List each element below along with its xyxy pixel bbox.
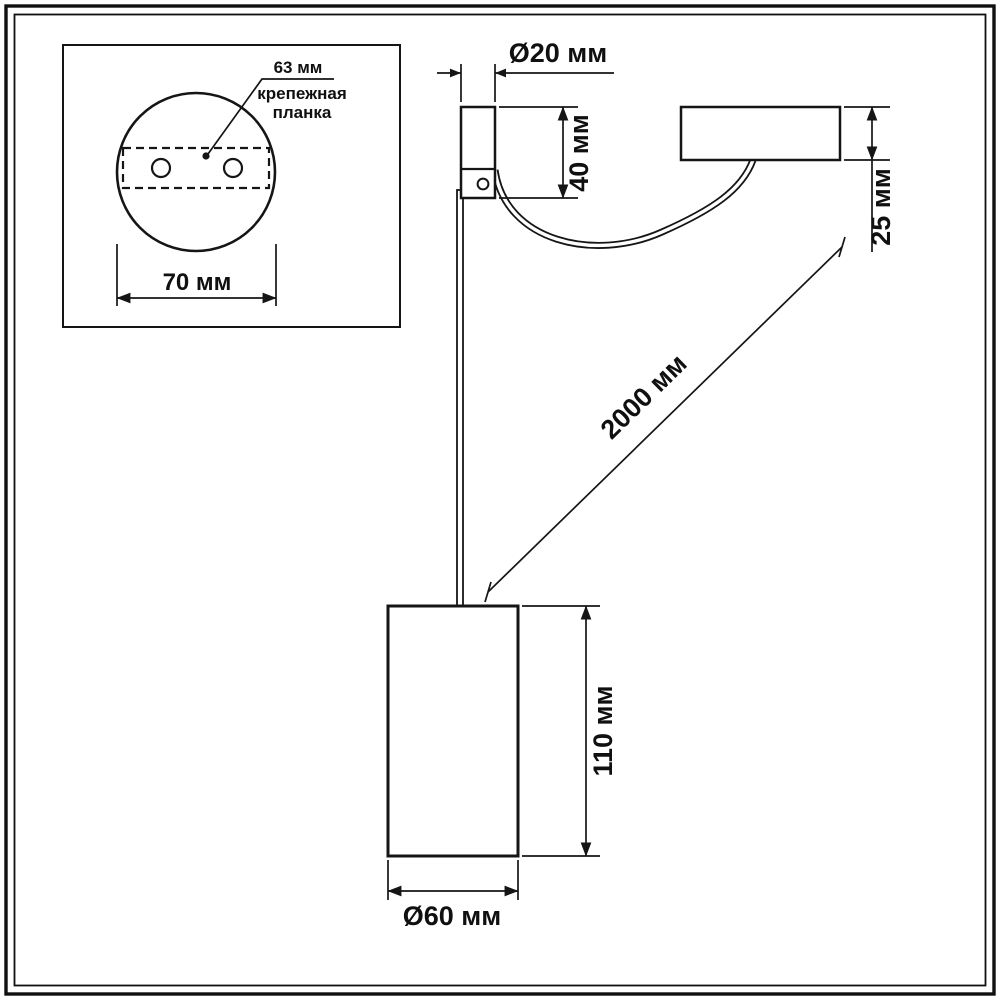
bracket-label-line2: планка bbox=[273, 103, 332, 122]
dim-2000-label: 2000 мм bbox=[595, 348, 693, 445]
mounting-plate-circle bbox=[115, 91, 277, 253]
dim-20-arrow-left bbox=[450, 68, 461, 78]
center-point-dot bbox=[202, 152, 210, 160]
leader-line-63 bbox=[207, 78, 334, 155]
bracket-hole-right bbox=[222, 157, 244, 179]
outer-frame bbox=[4, 4, 996, 996]
dim-110-label: 110 мм bbox=[588, 685, 618, 776]
inner-frame bbox=[13, 13, 987, 987]
cylinder-shade bbox=[386, 604, 520, 858]
bracket-screw bbox=[476, 177, 490, 191]
cable-inner bbox=[493, 159, 755, 248]
bracket-label-line1: крепежная bbox=[257, 84, 347, 103]
dim-2000-line bbox=[487, 246, 843, 593]
dim-2000-tick-right bbox=[838, 236, 846, 258]
ceiling-canopy bbox=[679, 105, 842, 162]
dim-25-label: 25 мм bbox=[866, 168, 896, 245]
dim-2000-tick-left bbox=[484, 581, 492, 603]
dim-60-label: Ø60 мм bbox=[403, 901, 501, 931]
dim-63-label: 63 мм bbox=[274, 58, 323, 77]
pendant-rod bbox=[456, 189, 464, 609]
bracket-hole-left bbox=[150, 157, 172, 179]
mounting-bracket-dashed-outline bbox=[121, 146, 271, 190]
dim-20-label: Ø20 мм bbox=[509, 38, 607, 68]
dim-20-arrow-right bbox=[495, 68, 506, 78]
dim-40-label: 40 мм bbox=[564, 114, 594, 191]
dim-70-label: 70 мм bbox=[163, 269, 232, 296]
